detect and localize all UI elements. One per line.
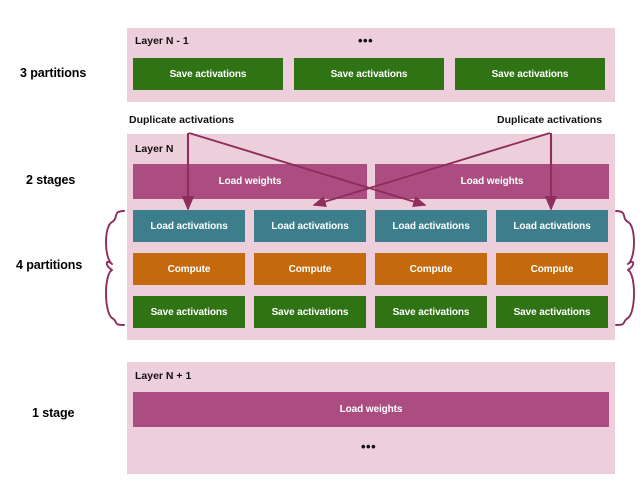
task-box-compute[interactable]: Compute xyxy=(254,253,366,285)
task-box-save-activations[interactable]: Save activations xyxy=(294,58,444,90)
layer-title-n-minus-1: Layer N - 1 xyxy=(135,35,189,47)
brace-left-4-partitions xyxy=(105,210,125,326)
task-box-save-activations[interactable]: Save activations xyxy=(496,296,608,328)
brace-right-4-partitions xyxy=(615,210,635,326)
duplicate-activations-label-right: Duplicate activations xyxy=(497,114,603,126)
task-box-save-activations[interactable]: Save activations xyxy=(455,58,605,90)
task-box-compute[interactable]: Compute xyxy=(375,253,487,285)
task-box-save-activations[interactable]: Save activations xyxy=(375,296,487,328)
task-box-compute[interactable]: Compute xyxy=(496,253,608,285)
task-box-load-weights[interactable]: Load weights xyxy=(375,164,609,199)
task-box-load-activations[interactable]: Load activations xyxy=(375,210,487,242)
layer-panel-n-minus-1: Layer N - 1 Save activations Save activa… xyxy=(127,28,615,102)
task-box-load-activations[interactable]: Load activations xyxy=(133,210,245,242)
layer-title-n-plus-1: Layer N + 1 xyxy=(135,370,192,382)
ellipsis-bottom: ••• xyxy=(361,439,377,454)
task-box-load-weights[interactable]: Load weights xyxy=(133,164,367,199)
row-label-4-partitions: 4 partitions xyxy=(16,258,83,272)
duplicate-activations-label-left: Duplicate activations xyxy=(129,114,235,126)
row-label-1-stage: 1 stage xyxy=(32,406,75,420)
task-box-load-weights[interactable]: Load weights xyxy=(133,392,609,427)
row-label-3-partitions: 3 partitions xyxy=(20,66,87,80)
layer-panel-n: Layer N Load weights Load weights Load a… xyxy=(127,134,615,340)
ellipsis-top: ••• xyxy=(358,33,374,48)
task-box-save-activations[interactable]: Save activations xyxy=(254,296,366,328)
task-box-load-activations[interactable]: Load activations xyxy=(254,210,366,242)
layer-title-n: Layer N xyxy=(135,143,174,155)
layer-panel-n-plus-1: Layer N + 1 Load weights xyxy=(127,362,615,474)
task-box-compute[interactable]: Compute xyxy=(133,253,245,285)
row-label-2-stages: 2 stages xyxy=(26,173,76,187)
task-box-load-activations[interactable]: Load activations xyxy=(496,210,608,242)
task-box-save-activations[interactable]: Save activations xyxy=(133,58,283,90)
task-box-save-activations[interactable]: Save activations xyxy=(133,296,245,328)
